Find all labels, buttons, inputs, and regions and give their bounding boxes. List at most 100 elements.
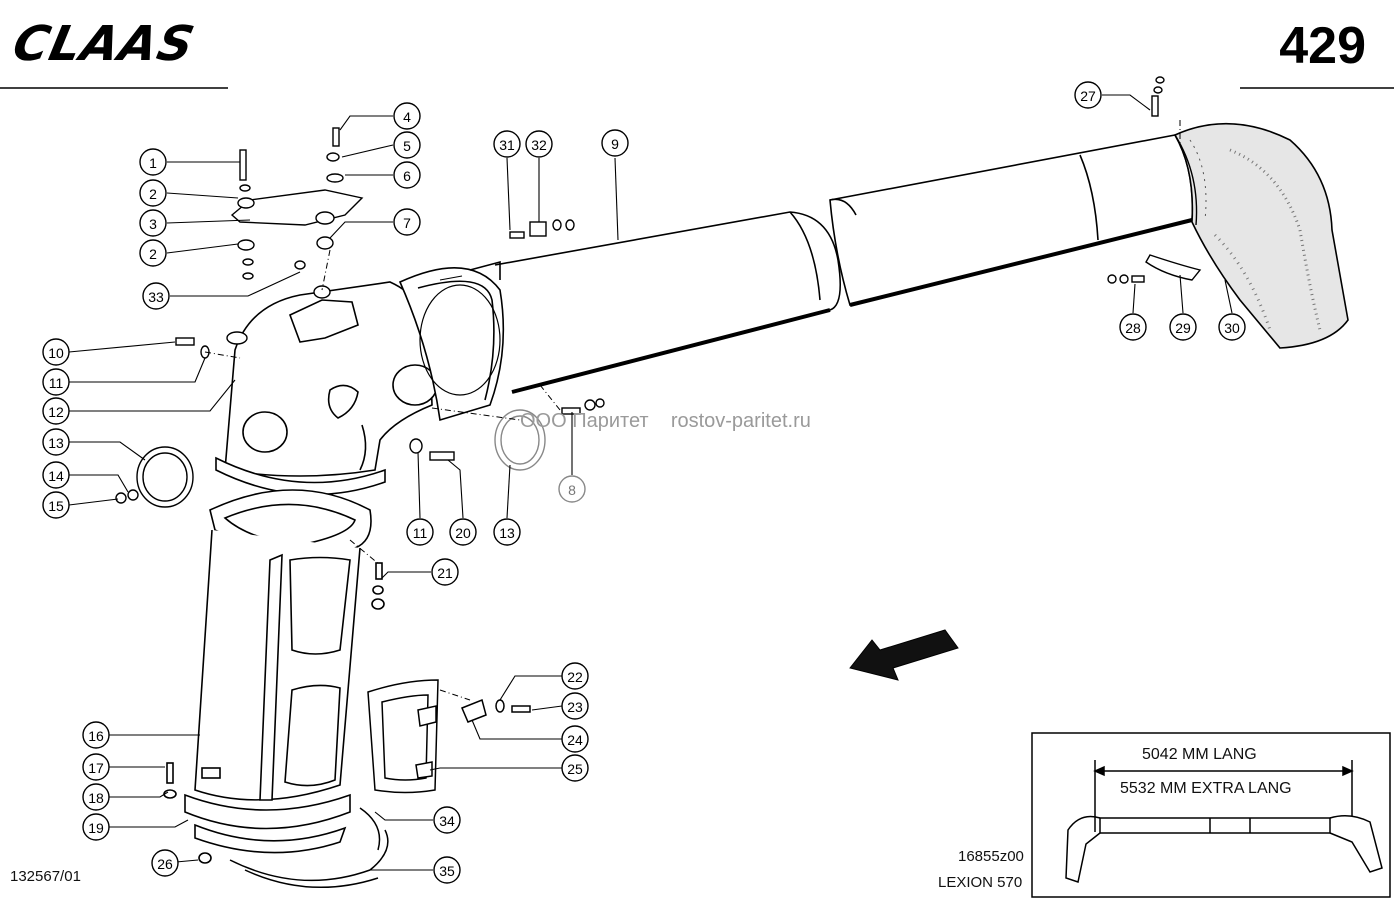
callout-c9: 9	[601, 129, 629, 157]
callout-circle	[493, 518, 521, 546]
callout-c19: 19	[82, 813, 110, 841]
callout-circle	[139, 148, 167, 176]
callout-label: 2	[149, 246, 157, 262]
callout-c24: 24	[561, 725, 589, 753]
watermark: ООО Паритет rostov-paritet.ru	[520, 410, 811, 433]
callout-circle	[601, 129, 629, 157]
callout-label: 4	[403, 109, 411, 125]
length-standard-label: 5042 MM LANG	[1142, 746, 1257, 763]
direction-arrow-icon	[849, 629, 959, 681]
callout-circle	[561, 662, 589, 690]
callout-circle	[1074, 81, 1102, 109]
callout-circle	[82, 753, 110, 781]
callout-c11a: 11	[42, 368, 70, 396]
callout-c7: 7	[393, 208, 421, 236]
length-extra-label: 5532 MM EXTRA LANG	[1120, 780, 1292, 797]
callout-c31: 31	[493, 130, 521, 158]
callout-label: 25	[567, 761, 583, 777]
end-spout	[1173, 122, 1349, 349]
callout-circle	[82, 813, 110, 841]
callout-circle	[449, 518, 477, 546]
brand-logo: CLAAS	[8, 16, 200, 72]
callout-c4: 4	[393, 102, 421, 130]
callout-circle	[1218, 313, 1246, 341]
callout-label: 34	[439, 813, 455, 829]
callout-label: 13	[499, 525, 515, 541]
callout-circle	[525, 130, 553, 158]
side-cover	[367, 679, 531, 794]
callout-label: 19	[88, 820, 104, 836]
callout-c16: 16	[82, 721, 110, 749]
callout-c22: 22	[561, 662, 589, 690]
callout-label: 21	[437, 565, 453, 581]
callout-c3: 3	[139, 209, 167, 237]
elbow-housing	[215, 260, 505, 496]
callout-c15: 15	[42, 491, 70, 519]
callout-circle	[42, 397, 70, 425]
callout-c13b: 13	[493, 518, 521, 546]
callout-label: 22	[567, 669, 583, 685]
callout-circle	[139, 209, 167, 237]
assembly-lines	[204, 120, 1181, 701]
callout-label: 7	[403, 215, 411, 231]
callout-c17: 17	[82, 753, 110, 781]
callout-circle	[561, 692, 589, 720]
callout-label: 29	[1175, 320, 1191, 336]
callout-c5: 5	[393, 131, 421, 159]
callout-circle	[393, 208, 421, 236]
callout-circle	[431, 558, 459, 586]
callout-c6: 6	[393, 161, 421, 189]
callout-label: 12	[48, 404, 64, 420]
callout-label: 3	[149, 216, 157, 232]
callout-circle	[82, 783, 110, 811]
callout-label: 10	[48, 345, 64, 361]
callout-c10: 10	[42, 338, 70, 366]
callout-c35: 35	[433, 856, 461, 884]
callout-label: 5	[403, 138, 411, 154]
callout-label: 30	[1224, 320, 1240, 336]
callout-label: 32	[531, 137, 547, 153]
callout-c27: 27	[1074, 81, 1102, 109]
callout-label: 6	[403, 168, 411, 184]
callout-c23: 23	[561, 692, 589, 720]
callout-label: 31	[499, 137, 515, 153]
callout-c1: 1	[139, 148, 167, 176]
callout-label: 26	[157, 856, 173, 872]
callout-label: 2	[149, 186, 157, 202]
callout-c32: 32	[525, 130, 553, 158]
callout-label: 13	[48, 435, 64, 451]
callout-circle	[42, 338, 70, 366]
watermark-company: ООО Паритет	[520, 410, 649, 432]
callout-label: 33	[148, 289, 164, 305]
callout-circle	[42, 428, 70, 456]
auger-tube	[494, 134, 1194, 394]
callout-label: 8	[568, 482, 576, 498]
callout-c13a: 13	[42, 428, 70, 456]
callout-c21: 21	[431, 558, 459, 586]
callout-c18: 18	[82, 783, 110, 811]
callout-circle	[406, 518, 434, 546]
callout-c34: 34	[433, 806, 461, 834]
callout-c8: 8	[558, 475, 586, 503]
callout-circle	[139, 239, 167, 267]
callout-label: 17	[88, 760, 104, 776]
callout-c30: 30	[1218, 313, 1246, 341]
callout-circle	[142, 282, 170, 310]
callout-label: 14	[48, 468, 64, 484]
callout-circle	[558, 475, 586, 503]
callout-c20: 20	[449, 518, 477, 546]
callout-circle	[151, 849, 179, 877]
callout-label: 1	[149, 155, 157, 171]
callout-circle	[42, 491, 70, 519]
callout-c29: 29	[1169, 313, 1197, 341]
callout-circle	[561, 725, 589, 753]
inset-diagram	[1031, 732, 1391, 898]
callout-circle	[82, 721, 110, 749]
callout-circle	[493, 130, 521, 158]
callout-c12: 12	[42, 397, 70, 425]
page-number: 429	[1279, 17, 1366, 75]
callout-label: 11	[49, 375, 64, 391]
callout-c14: 14	[42, 461, 70, 489]
